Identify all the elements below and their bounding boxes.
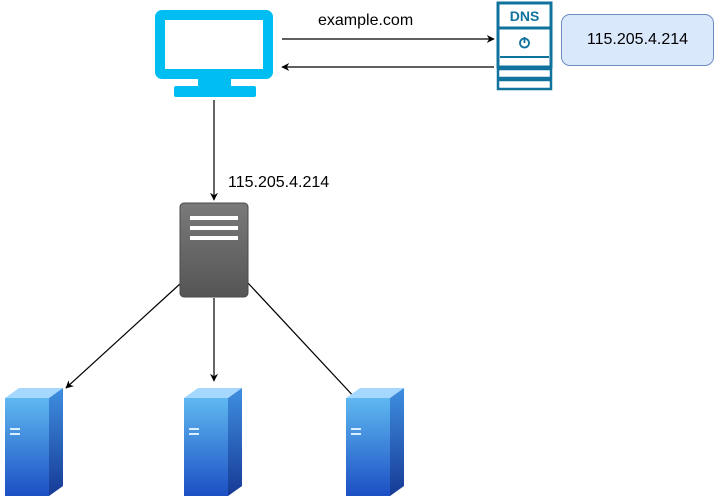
dns-icon-label: DNS	[510, 8, 540, 24]
dns-server-icon: DNS	[496, 1, 553, 91]
proxy-server-icon	[179, 202, 249, 298]
edge-label-request: example.com	[318, 12, 414, 29]
edge-label-resolved-ip: 115.205.4.214	[228, 174, 330, 191]
server-tower-icon	[184, 388, 242, 496]
server-tower-icon	[5, 388, 63, 496]
dns-result-box: 115.205.4.214	[561, 14, 714, 66]
edge-load-balancer-to-backend-1	[65, 282, 182, 389]
edge-load-balancer-to-backend-3	[247, 282, 358, 401]
monitor-icon	[155, 10, 273, 97]
dns-result-text: 115.205.4.214	[586, 31, 689, 48]
server-tower-icon	[346, 388, 404, 496]
